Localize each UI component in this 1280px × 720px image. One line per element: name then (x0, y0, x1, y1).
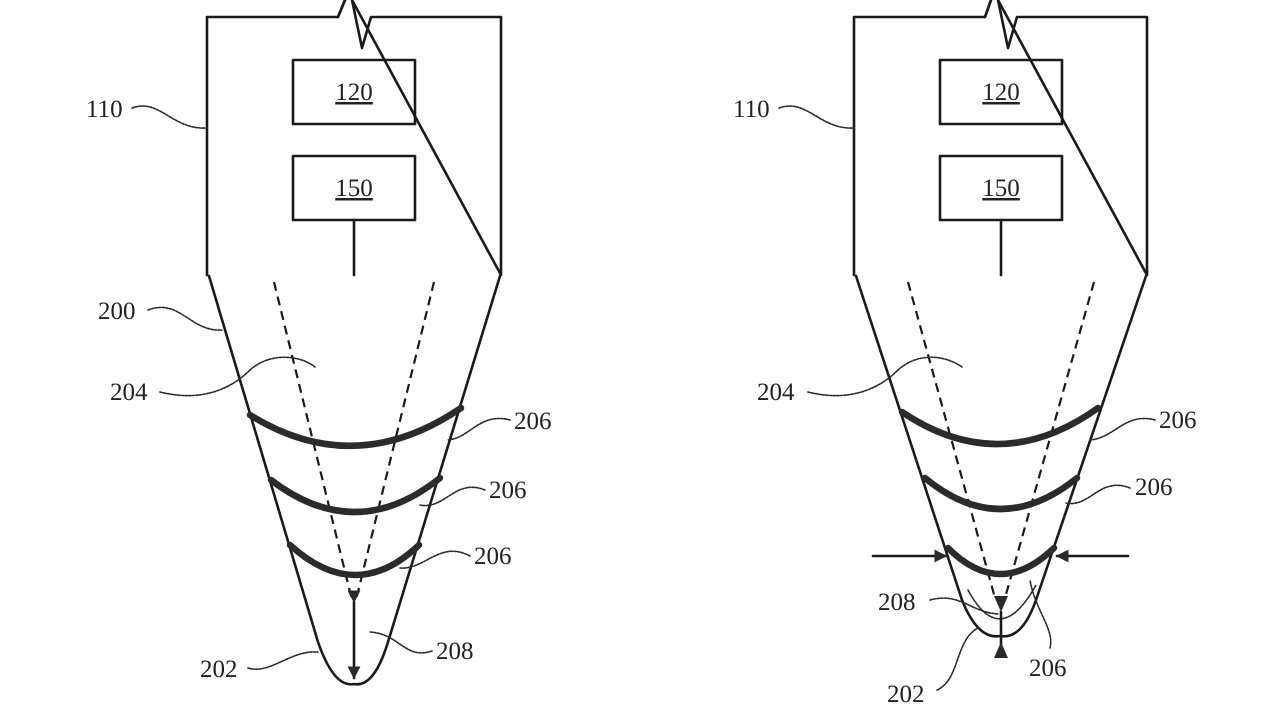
leader-206-a (447, 417, 511, 441)
figure-right: 120 150 110 204 206 206 208 (733, 0, 1197, 708)
label-110: 110 (86, 96, 123, 123)
block-120 (291, 58, 417, 126)
label-206-a: 206 (1159, 407, 1197, 434)
label-208: 208 (436, 638, 474, 665)
leader-206-c (399, 550, 471, 569)
internal-dashed-right (354, 281, 436, 601)
leader-200 (147, 306, 223, 331)
band-1 (898, 404, 1102, 448)
label-200: 200 (98, 298, 136, 325)
leader-206-b (1065, 484, 1131, 505)
label-110: 110 (733, 96, 770, 123)
tip-body (207, 274, 502, 686)
label-206-lower: 206 (1029, 655, 1067, 682)
leader-204 (807, 356, 963, 397)
leader-208 (929, 597, 999, 615)
internal-dashed-left (272, 281, 354, 601)
leader-206-lower (1029, 579, 1052, 649)
band-2 (921, 474, 1081, 513)
leader-206-b (419, 486, 486, 507)
label-202: 202 (887, 681, 925, 708)
label-206-b: 206 (489, 477, 527, 504)
block-120 (938, 58, 1064, 126)
leader-208 (369, 631, 433, 654)
band-1 (246, 404, 465, 449)
label-206-c: 206 (474, 543, 512, 570)
label-204: 204 (110, 379, 148, 406)
band-2 (267, 474, 444, 516)
label-206-b: 206 (1135, 474, 1173, 501)
tip-body (854, 274, 1148, 638)
band-3 (944, 544, 1058, 578)
block-150-label: 150 (335, 175, 373, 202)
figure-left: 120 150 110 200 204 206 206 206 208 202 (86, 0, 552, 686)
label-204: 204 (757, 379, 795, 406)
internal-dashed-right (1003, 281, 1096, 599)
break-mark (336, 0, 347, 19)
label-206-a: 206 (514, 408, 552, 435)
leader-110 (131, 105, 208, 129)
band-3 (286, 541, 423, 579)
leader-202 (247, 651, 319, 670)
block-150-label: 150 (982, 175, 1020, 202)
label-202: 202 (200, 656, 238, 683)
block-120-label: 120 (335, 79, 373, 106)
leader-202 (936, 627, 979, 691)
leader-110 (778, 105, 855, 129)
leader-206-a (1089, 417, 1156, 441)
displacement-arrowhead-top (994, 596, 1008, 612)
label-208: 208 (878, 589, 916, 616)
block-120-label: 120 (982, 79, 1020, 106)
internal-dashed-left (906, 281, 997, 599)
displacement-arrowhead-bottom (994, 642, 1008, 658)
leader-204 (159, 356, 316, 397)
break-mark (983, 0, 993, 19)
